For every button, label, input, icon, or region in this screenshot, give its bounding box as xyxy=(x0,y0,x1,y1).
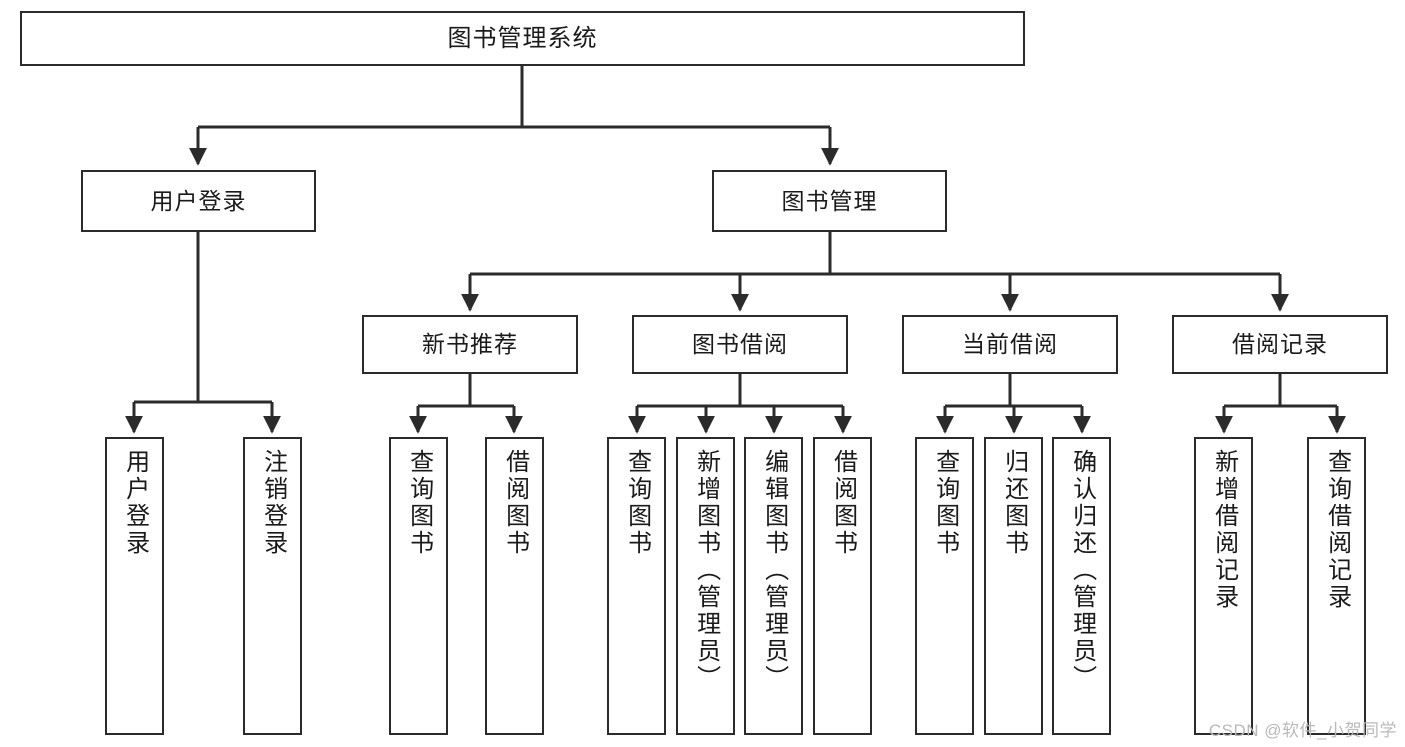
leaf-recommend-borrow-book[interactable]: 借阅图书 xyxy=(485,437,544,735)
node-label: 图书管理 xyxy=(781,187,878,214)
node-label: 借阅图书 xyxy=(501,449,529,557)
node-current-borrow[interactable]: 当前借阅 xyxy=(902,315,1118,374)
node-label: 图书借阅 xyxy=(692,331,788,358)
node-book-borrow[interactable]: 图书借阅 xyxy=(632,315,848,374)
node-label: 编辑图书（管理员） xyxy=(760,449,788,692)
leaf-user-login-logout[interactable]: 注销登录 xyxy=(243,437,302,735)
node-label: 借阅图书 xyxy=(829,449,857,557)
leaf-record-query-record[interactable]: 查询借阅记录 xyxy=(1307,437,1366,735)
node-book-management[interactable]: 图书管理 xyxy=(712,170,947,232)
node-new-book-recommend[interactable]: 新书推荐 xyxy=(362,315,578,374)
node-label: 新书推荐 xyxy=(422,331,518,358)
leaf-borrow-borrow-book[interactable]: 借阅图书 xyxy=(813,437,872,735)
node-label: 查询借阅记录 xyxy=(1323,449,1351,611)
leaf-borrow-query-book[interactable]: 查询图书 xyxy=(607,437,666,735)
leaf-user-login-login[interactable]: 用户登录 xyxy=(105,437,164,735)
node-label: 借阅记录 xyxy=(1232,331,1328,358)
node-label: 查询图书 xyxy=(623,449,651,557)
node-borrow-record[interactable]: 借阅记录 xyxy=(1172,315,1388,374)
node-label: 用户登录 xyxy=(150,187,247,214)
node-user-login[interactable]: 用户登录 xyxy=(81,170,316,232)
node-label: 当前借阅 xyxy=(962,331,1058,358)
leaf-recommend-query-book[interactable]: 查询图书 xyxy=(389,437,448,735)
node-label: 图书管理系统 xyxy=(447,24,598,52)
node-label: 归还图书 xyxy=(1000,449,1028,557)
node-label: 新增借阅记录 xyxy=(1210,449,1238,611)
node-label: 注销登录 xyxy=(259,449,287,557)
csdn-watermark: CSDN @软件_小贺同学 xyxy=(1208,721,1397,740)
leaf-current-return-book[interactable]: 归还图书 xyxy=(984,437,1043,735)
node-label: 确认归还（管理员） xyxy=(1068,449,1096,692)
leaf-borrow-edit-book-admin[interactable]: 编辑图书（管理员） xyxy=(744,437,803,735)
node-label: 新增图书（管理员） xyxy=(692,449,720,692)
leaf-current-confirm-return-admin[interactable]: 确认归还（管理员） xyxy=(1052,437,1111,735)
leaf-borrow-add-book-admin[interactable]: 新增图书（管理员） xyxy=(676,437,735,735)
node-root-system[interactable]: 图书管理系统 xyxy=(20,11,1025,66)
leaf-current-query-book[interactable]: 查询图书 xyxy=(915,437,974,735)
leaf-record-add-record[interactable]: 新增借阅记录 xyxy=(1194,437,1253,735)
node-label: 查询图书 xyxy=(405,449,433,557)
node-label: 查询图书 xyxy=(931,449,959,557)
node-label: 用户登录 xyxy=(121,449,149,557)
